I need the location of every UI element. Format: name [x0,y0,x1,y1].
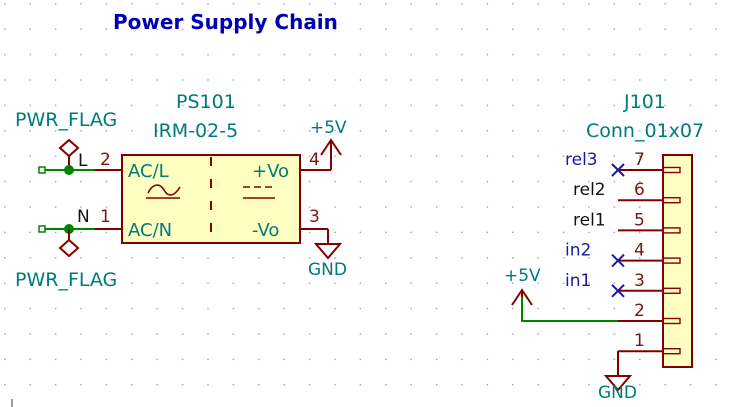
junction-l [64,165,74,175]
j101-pin-6-number: 6 [634,180,645,200]
j101-pin-3-no-connect-icon [611,284,625,298]
pwr-flag-bottom-symbol [58,229,80,258]
j101-pin-4-no-connect-icon [611,253,625,268]
j101-pin-7-number: 7 [634,150,645,170]
j101-pin-5-number: 5 [634,210,645,230]
j101-net-label-in1: in1 [565,271,591,291]
j101-net-label-in2: in2 [565,241,591,261]
ps101-ref: PS101 [176,91,236,113]
ps101-pin-von-num: 3 [309,207,320,227]
vcc-ps101-label: +5V [310,118,347,138]
gnd-ps101-symbol-icon [313,229,343,260]
j101-gnd-symbol-icon [603,351,633,392]
j101-pin-1-number: 1 [634,331,645,351]
vcc-ps101-arrow-icon [320,138,342,170]
j101-pins: 7 rel3 6 rel2 5 rel1 4 in2 3 in1 2 1 [565,150,681,355]
j101-pin-7-no-connect-icon [611,163,625,177]
pwr-flag-bottom-label: PWR_FLAG [15,269,117,291]
j101-gnd-label: GND [598,383,637,403]
j101-vcc-label: +5V [504,266,541,286]
j101-pin-3-number: 3 [634,271,645,291]
ps101-pin-acl-num: 2 [100,150,111,170]
j101-net-label-rel1: rel1 [573,210,606,230]
j101-vcc-arrow-icon [511,288,533,306]
ps101-pin-von-name: -Vo [252,220,279,241]
ps101-pin-vop-num: 4 [309,150,320,170]
pwr-flag-top-label: PWR_FLAG [15,109,117,131]
j101-pin-1-contact [662,348,681,355]
wire-l-label: L [78,151,88,171]
j101-net-label-rel2: rel2 [573,180,606,200]
sheet-title: Power Supply Chain [113,10,338,34]
gnd-ps101-label: GND [308,260,347,280]
ps101-pin-acn-num: 1 [100,207,111,227]
j101-pin-4-number: 4 [634,241,645,261]
j101-pin-2-contact [662,317,681,325]
ps101-pin-vop-name: +Vo [252,161,289,182]
j101-value: Conn_01x07 [586,120,704,142]
j101-pin-4-contact [662,257,681,264]
j101-pin-6-contact [662,196,681,204]
ps101-ac-symbol-icon [147,184,181,196]
j101-vcc-wire[interactable] [521,297,618,322]
j101-ref: J101 [623,91,666,113]
j101-pin-5-contact [662,227,681,234]
j101-body[interactable] [662,154,693,368]
j101-net-label-rel3: rel3 [565,150,598,170]
j101-pin-7-contact [662,166,681,174]
j101-pin-3-contact [662,287,681,294]
wire-n-label: N [77,207,90,227]
ps101-pin-acl-name: AC/L [128,161,169,182]
ps101-body[interactable] [121,154,301,244]
ps101-value: IRM-02-5 [153,120,238,142]
ps101-pin-acn-name: AC/N [128,220,172,241]
j101-pin-2-number: 2 [634,301,645,321]
